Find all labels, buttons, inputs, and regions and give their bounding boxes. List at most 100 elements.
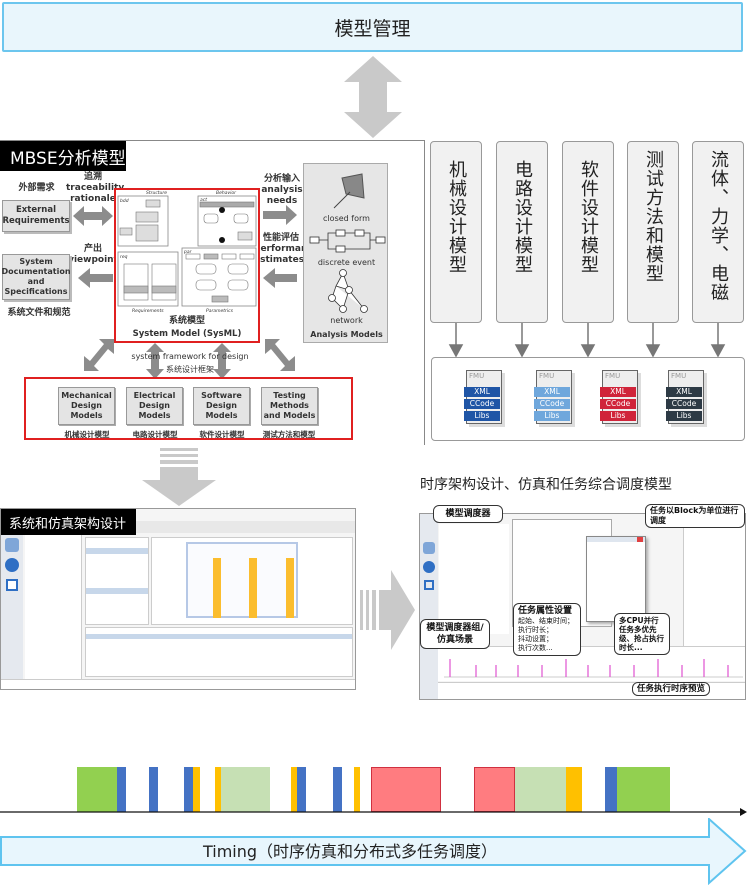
task-block-blue [605, 767, 617, 812]
fmu-label: FMU [539, 372, 555, 380]
column-down-arrows [448, 323, 726, 357]
mechanical-design-cn: 机械设计模型 [64, 430, 110, 439]
diagram-pane [151, 537, 353, 625]
architecture-design-screenshot: 系统和仿真架构设计 [0, 508, 356, 690]
sysml-en: System Model (SysML) [132, 329, 242, 339]
fmu-label: FMU [671, 372, 687, 380]
time-axis [0, 808, 747, 816]
double-arrow-vertical [344, 56, 402, 138]
mbse-arrows [73, 205, 297, 379]
framework-arrow-1 [146, 343, 164, 379]
props-item: 起始、结束时间； [518, 617, 574, 625]
timing-preview-chart [438, 646, 745, 681]
req-frame [117, 251, 179, 307]
timing-arrow [0, 818, 747, 885]
domain-model-label: 测试方法和模型 [643, 150, 664, 283]
task-block-light [221, 767, 270, 812]
close-icon[interactable] [637, 537, 643, 542]
electrical-design-cn: 电路设计模型 [132, 430, 178, 439]
act-label: act [200, 197, 207, 203]
structure-label: Structure [146, 190, 167, 196]
domain-model-label: 软件设计模型 [578, 160, 599, 274]
fmu-row: CCode [600, 399, 636, 409]
external-requirements-box: External Requirements [2, 200, 70, 232]
produce-en: viewpoint [68, 255, 118, 265]
framework-arrow-2 [213, 343, 231, 379]
domain-model-label: 机械设计模型 [446, 160, 467, 274]
task-block-green [77, 767, 117, 812]
side-icons [420, 514, 438, 699]
fmu-label: FMU [469, 372, 485, 380]
clock-icon[interactable] [5, 558, 19, 572]
discrete-event-icon [309, 229, 386, 253]
fmu-row: CCode [666, 399, 702, 409]
viewpoint-arrow [78, 268, 113, 288]
analysis-in-cn: 分析输入 [263, 174, 300, 184]
testing-methods-box: Testing Methods and Models [261, 387, 318, 425]
block-tree [683, 522, 745, 649]
domain-model-label: 电路设计模型 [512, 160, 533, 274]
right-arrow [360, 570, 415, 650]
fmu-row: XML [464, 387, 500, 397]
perf-en1: performance [254, 244, 319, 254]
callout-preview: 任务执行时序预览 [632, 682, 711, 696]
fmu-row: CCode [464, 399, 500, 409]
banner-title: 模型管理 [334, 17, 411, 40]
interface-list [85, 537, 149, 625]
external-req-cn: 外部需求 [18, 183, 55, 193]
clock-icon[interactable] [423, 561, 435, 573]
callout-group: 模型调度器组/仿真场景 [420, 619, 490, 649]
callout-cpu: 多CPU并行任务多优先级、抢占执行时长... [614, 613, 670, 655]
network-label: network [330, 316, 363, 325]
task-property-dialog [586, 536, 646, 622]
play-icon[interactable] [6, 579, 18, 591]
domain-model-mechanical: 机械设计模型 [430, 141, 482, 323]
bdd-label: bdd [120, 198, 129, 204]
testing-methods-cn: 测试方法和模型 [262, 430, 316, 439]
play-icon[interactable] [424, 580, 434, 590]
block-diagram [186, 542, 298, 618]
props-item: 执行时长； [518, 626, 553, 634]
props-item: 抖动设置； [518, 635, 553, 643]
software-design-cn: 软件设计模型 [199, 430, 245, 439]
domain-model-label: 流体、力学、电磁 [708, 150, 729, 302]
props-item: 执行次数... [518, 644, 553, 652]
domain-model-software: 软件设计模型 [562, 141, 614, 323]
parametrics-label: Parametrics [206, 308, 234, 314]
task-block-blue [297, 767, 306, 812]
architecture-icon[interactable] [5, 538, 19, 552]
trace-en1: traceability [66, 183, 125, 193]
produce-cn: 产出 [83, 244, 102, 254]
analysis-in-en1: analysis [261, 185, 303, 195]
trace-en2: rationale [70, 194, 116, 204]
diag-arrow-left [84, 339, 114, 371]
fmu-label: FMU [605, 372, 621, 380]
trace-cn: 追溯 [83, 172, 102, 182]
architecture-icon[interactable] [423, 542, 435, 554]
task-block-red [371, 767, 441, 812]
model-management-banner: 模型管理 [2, 2, 743, 52]
discrete-event-label: discrete event [317, 258, 376, 267]
par-label: par [183, 249, 193, 255]
par-frame [181, 247, 257, 307]
callout-task-properties: 任务属性设置 起始、结束时间； 执行时长； 抖动设置； 执行次数... [513, 603, 581, 656]
task-block-blue [184, 767, 193, 812]
performance-arrow [263, 268, 297, 288]
sysml-diagram: Structure Behavior bdd act req par Requi… [117, 190, 257, 314]
callout-block: 任务以Block为单位进行调度 [645, 504, 745, 528]
behavior-label: Behavior [216, 190, 237, 196]
perf-cn: 性能评估 [262, 233, 299, 243]
act-frame [197, 195, 257, 247]
sysml-model-box: Structure Behavior bdd act req par Requi… [114, 188, 260, 343]
timing-model-title: 时序架构设计、仿真和任务综合调度模型 [420, 477, 672, 493]
task-block-light [515, 767, 566, 812]
diag-arrow-right [265, 339, 295, 371]
requirements-label: Requirements [132, 308, 164, 314]
closed-form-icon [333, 173, 365, 209]
task-block-blue [117, 767, 126, 812]
bdd-frame [117, 195, 169, 247]
